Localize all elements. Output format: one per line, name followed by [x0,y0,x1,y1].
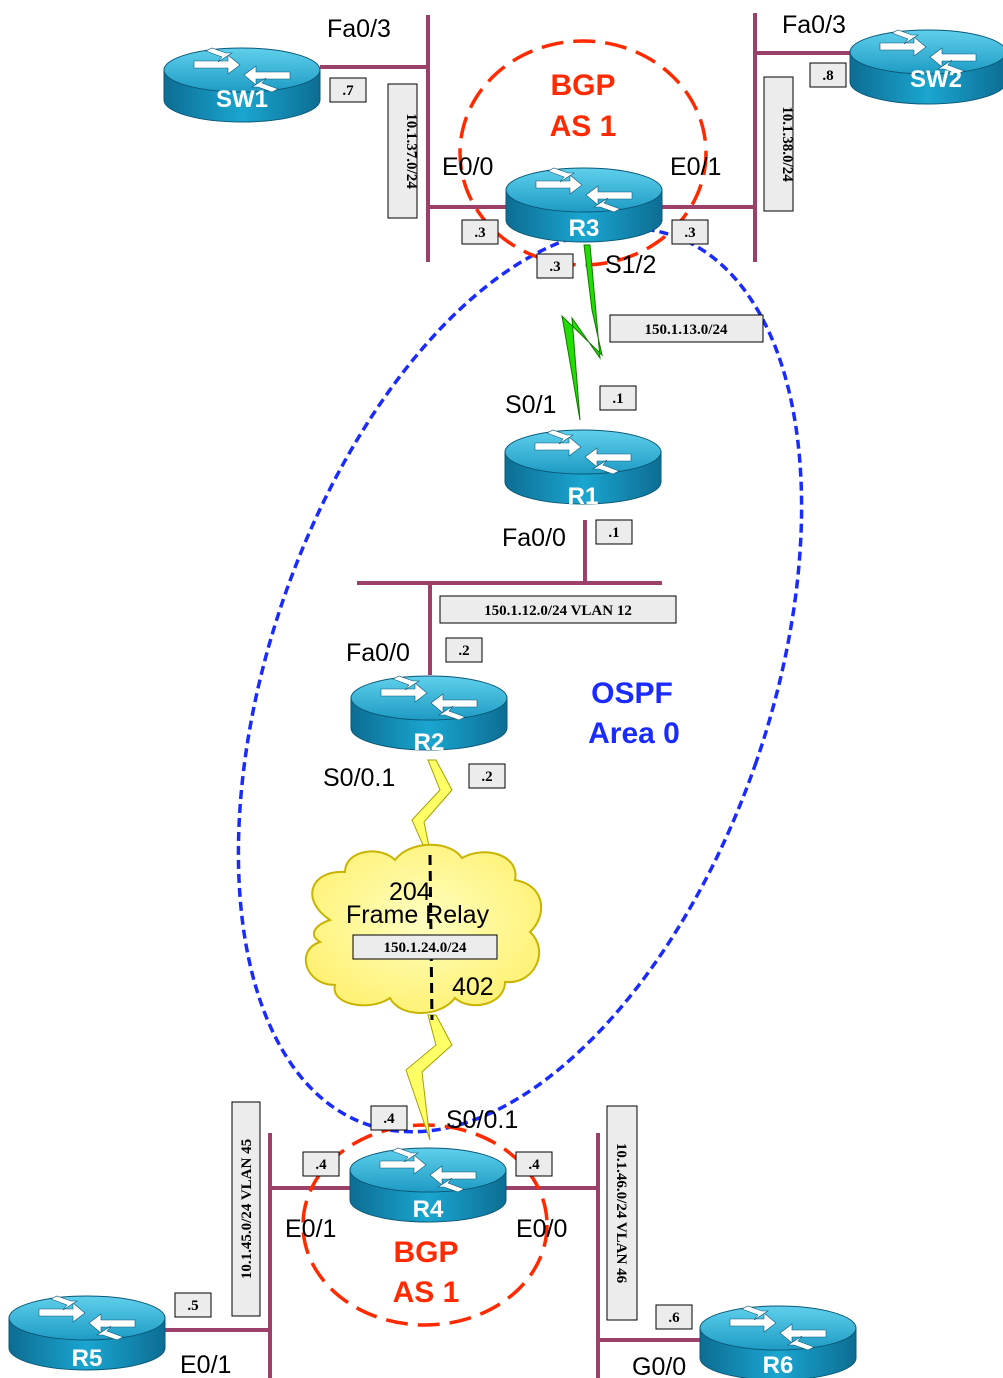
ospf-label-line2: Area 0 [588,717,680,750]
router-label-r2: R2 [414,729,445,756]
svg-text:.2: .2 [458,643,469,659]
interface-r5-e01: E0/1 [180,1351,231,1378]
router-label-r1: R1 [568,483,599,510]
bgp-top-boundary [458,39,708,267]
svg-text:150.1.24.0/24: 150.1.24.0/24 [384,940,467,956]
svg-text:.3: .3 [684,225,695,241]
subnet-10-1-38: 10.1.38.0/24 [763,76,795,212]
host-id-r4-s001: .4 [370,1105,408,1131]
host-id-r2-s001: .2 [468,763,506,789]
subnet-150-1-12: 150.1.12.0/24 VLAN 12 [439,595,677,624]
router-r2[interactable]: R2 [350,675,508,756]
svg-text:.8: .8 [822,68,833,84]
svg-text:.3: .3 [549,259,560,275]
router-sw1[interactable]: SW1 [163,47,321,123]
bgp-bottom-label-line1: BGP [393,1236,458,1269]
svg-text:10.1.45.0/24 VLAN 45: 10.1.45.0/24 VLAN 45 [239,1139,255,1279]
bgp-top-label-line1: BGP [550,69,615,102]
host-id-r3-s12: .3 [536,253,574,279]
svg-text:.3: .3 [474,225,485,241]
router-label-r6: R6 [763,1352,794,1378]
interface-r2-fa00: Fa0/0 [346,639,410,667]
frame-relay-label: Frame Relay [346,901,490,929]
subnet-10-1-45: 10.1.45.0/24 VLAN 45 [231,1101,261,1317]
svg-text:10.1.38.0/24: 10.1.38.0/24 [779,106,795,182]
serial-link-r4-frame-relay [405,1014,453,1141]
interface-r3-s12: S1/2 [605,251,656,279]
router-r3[interactable]: R3 [505,167,663,243]
router-label-r5: R5 [72,1345,103,1372]
interface-r4-e00: E0/0 [516,1215,567,1243]
svg-text:150.1.13.0/24: 150.1.13.0/24 [645,322,728,338]
svg-text:.4: .4 [383,1111,395,1127]
host-id-r6: .6 [655,1304,693,1330]
interface-r1-fa00: Fa0/0 [502,524,566,552]
interface-sw2-fa03: Fa0/3 [782,11,846,39]
router-r4[interactable]: R4 [349,1147,507,1223]
svg-text:.5: .5 [187,1298,198,1314]
host-id-r1-fa00: .1 [595,519,633,545]
svg-text:10.1.46.0/24 VLAN 46: 10.1.46.0/24 VLAN 46 [613,1143,629,1284]
interface-r3-e01: E0/1 [670,153,721,181]
router-r6[interactable]: R6 [699,1305,857,1378]
interface-r1-s01: S0/1 [505,391,556,419]
dlci-402: 402 [452,973,494,1001]
subnet-10-1-37: 10.1.37.0/24 [387,83,419,219]
interface-r4-s001: S0/0.1 [446,1106,518,1134]
svg-text:150.1.12.0/24 VLAN 12: 150.1.12.0/24 VLAN 12 [484,603,632,619]
host-id-sw1: .7 [329,77,367,103]
svg-text:.1: .1 [608,525,619,541]
serial-link-r1-r3 [561,244,603,421]
svg-text:.6: .6 [668,1310,680,1326]
interface-r4-e01: E0/1 [285,1215,336,1243]
bgp-bottom-label-line2: AS 1 [393,1276,460,1309]
svg-text:.7: .7 [342,83,354,99]
host-id-r4-e01: .4 [302,1151,340,1177]
host-id-r3-e01: .3 [671,219,709,245]
router-label-r4: R4 [413,1196,444,1223]
host-id-r5: .5 [174,1292,212,1318]
subnet-150-1-13: 150.1.13.0/24 [609,314,764,343]
subnet-10-1-46: 10.1.46.0/24 VLAN 46 [606,1105,638,1321]
router-r5[interactable]: R5 [8,1295,166,1372]
ospf-label-line1: OSPF [591,677,673,710]
svg-text:.2: .2 [481,769,492,785]
interface-r3-e00: E0/0 [442,153,493,181]
interface-r6-g00: G0/0 [632,1353,686,1378]
host-id-r1-s01: .1 [599,385,637,411]
svg-text:10.1.37.0/24: 10.1.37.0/24 [403,113,419,189]
ospf-area-boundary [236,226,804,1134]
bgp-top-label-line2: AS 1 [550,110,617,143]
interface-r2-s001: S0/0.1 [323,764,395,792]
router-label-sw2: SW2 [910,66,962,93]
frame-relay-cloud [304,843,543,1014]
svg-text:.1: .1 [612,391,623,407]
host-id-r4-e00: .4 [515,1151,553,1177]
host-id-r3-e00: .3 [461,219,499,245]
interface-sw1-fa03: Fa0/3 [327,15,391,43]
host-id-r2-fa00: .2 [445,637,483,663]
dlci-204: 204 [389,878,431,906]
router-sw2[interactable]: SW2 [849,29,1003,105]
router-label-r3: R3 [569,215,600,242]
svg-text:.4: .4 [315,1157,327,1173]
ethernet-links [160,13,855,1378]
subnet-150-1-24: 150.1.24.0/24 [352,934,498,960]
router-label-sw1: SW1 [216,86,268,113]
svg-text:.4: .4 [528,1157,540,1173]
router-r1[interactable]: R1 [504,429,662,510]
host-id-sw2: .8 [809,62,847,88]
